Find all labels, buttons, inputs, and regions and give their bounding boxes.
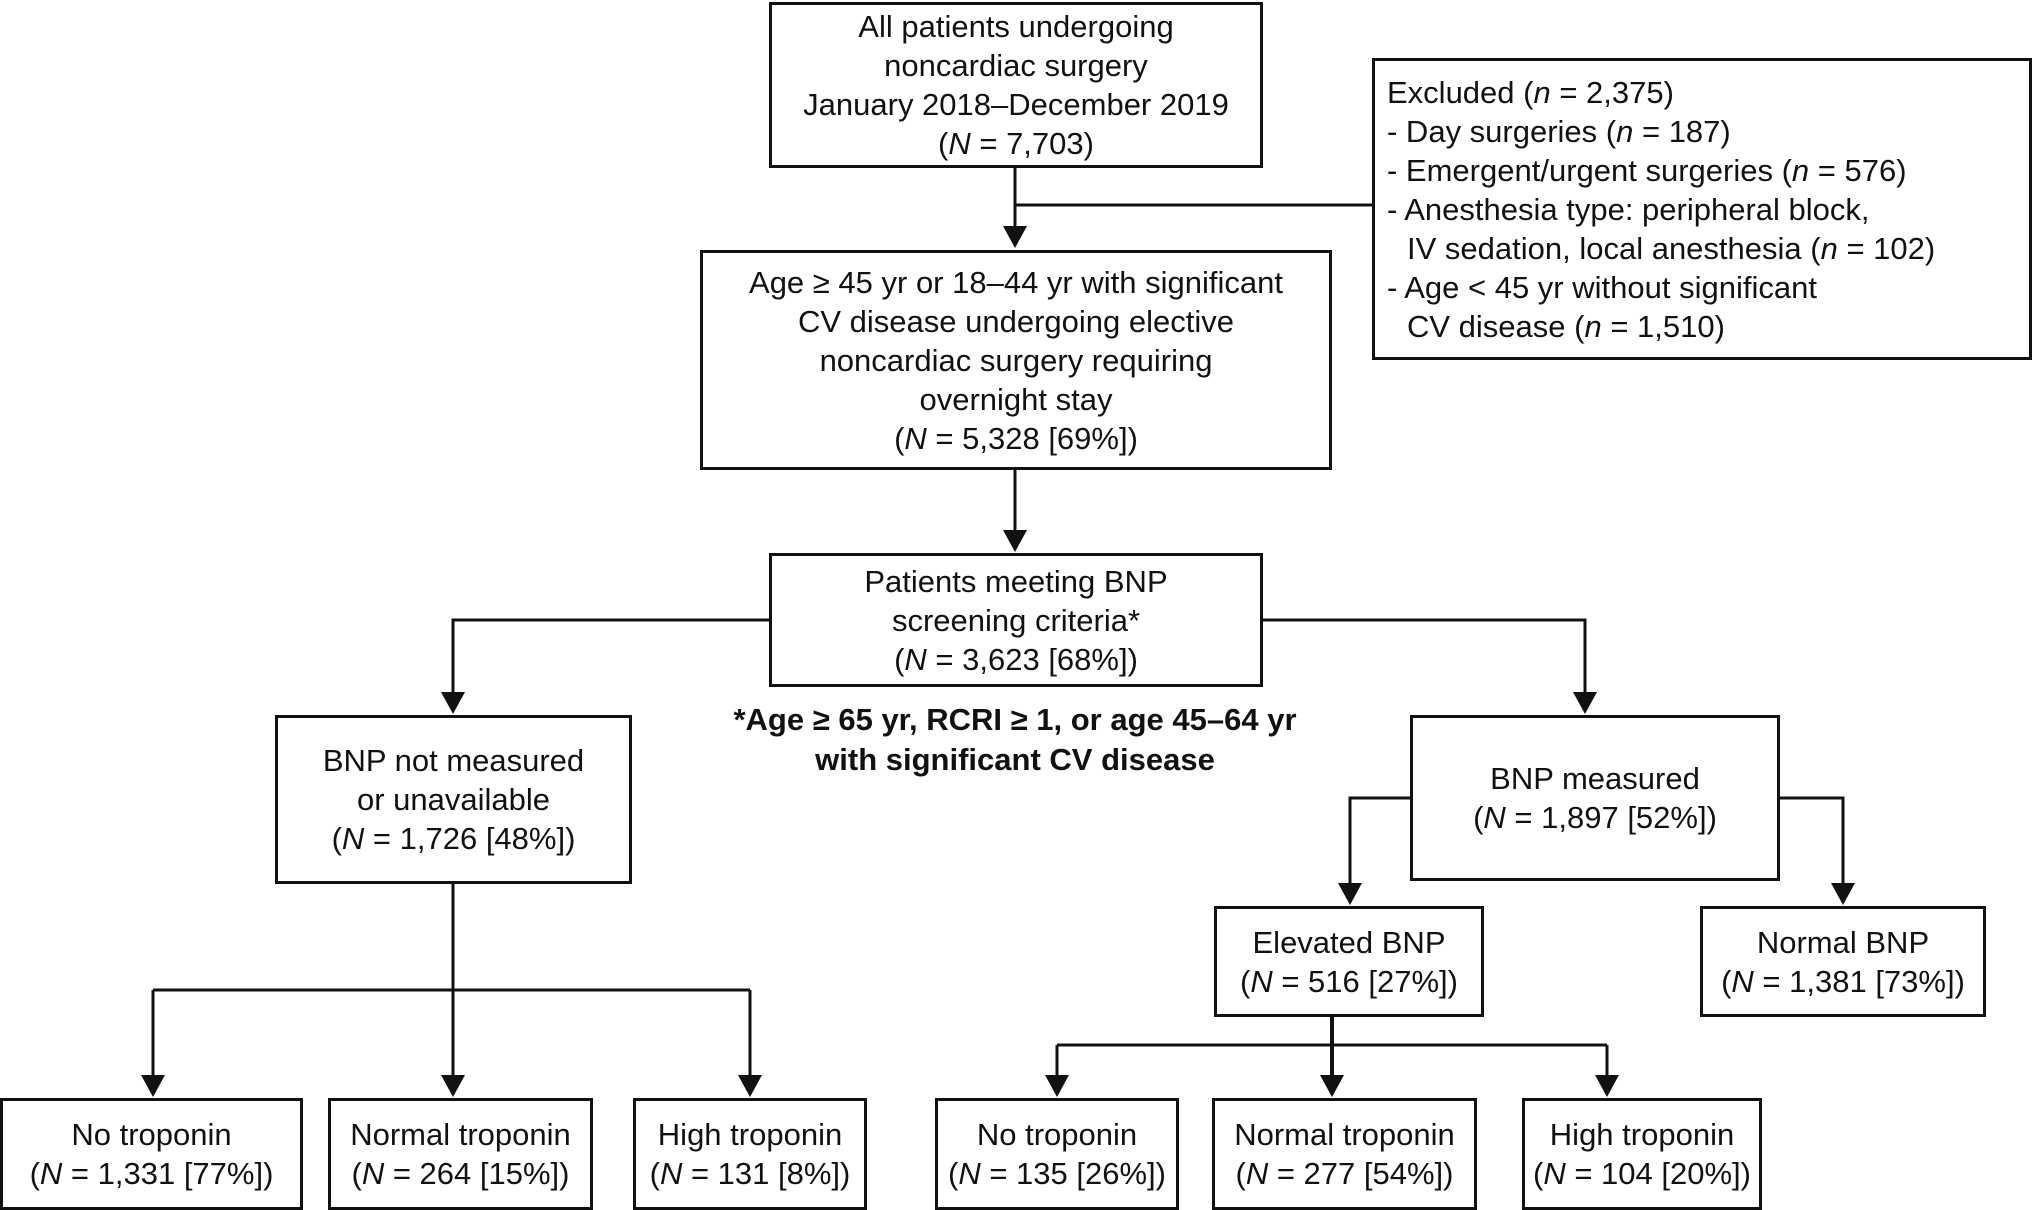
bnp-not-measured-line-2: or unavailable bbox=[356, 782, 551, 817]
arrowhead-eligible bbox=[1003, 226, 1027, 248]
footnote-line-2: with significant CV disease bbox=[815, 742, 1215, 777]
arrowhead-el-high-troponin bbox=[1595, 1075, 1619, 1097]
el-high-troponin-label: High troponin bbox=[1549, 1117, 1735, 1152]
el-no-troponin-count: (N = 135 [26%]) bbox=[948, 1156, 1166, 1191]
elevated-bnp-count: (N = 516 [27%]) bbox=[1240, 963, 1458, 999]
nm-no-troponin-label: No troponin bbox=[71, 1117, 232, 1152]
el-no-troponin-label: No troponin bbox=[976, 1117, 1138, 1152]
elevated-bnp-line-1: Elevated BNP bbox=[1252, 924, 1446, 960]
bnp-measured-line-1: BNP measured bbox=[1490, 761, 1700, 796]
connector-to-measured bbox=[1263, 618, 1587, 695]
el-high-troponin-box: High troponin (N = 104 [20%]) bbox=[1522, 1098, 1762, 1210]
nm-high-troponin-label: High troponin bbox=[657, 1117, 843, 1152]
eligible-line-1: Age ≥ 45 yr or 18–44 yr with significant bbox=[749, 264, 1283, 300]
el-no-troponin-box: No troponin (N = 135 [26%]) bbox=[935, 1098, 1179, 1210]
arrowhead-nm-high-troponin bbox=[738, 1075, 762, 1097]
nm-no-troponin-count: (N = 1,331 [77%]) bbox=[29, 1156, 274, 1191]
connector-to-normal-bnp bbox=[1780, 796, 1845, 885]
el-normal-troponin-box: Normal troponin (N = 277 [54%]) bbox=[1212, 1098, 1477, 1210]
el-normal-troponin-count: (N = 277 [54%]) bbox=[1235, 1156, 1454, 1191]
eligible-line-4: overnight stay bbox=[919, 381, 1113, 417]
arrowhead-screening bbox=[1003, 530, 1027, 552]
excluded-box: Excluded (n = 2,375) - Day surgeries (n … bbox=[1372, 58, 2032, 360]
eligible-line-3: noncardiac surgery requiring bbox=[819, 342, 1213, 378]
excluded-item-age: - Age < 45 yr without significant bbox=[1387, 269, 1817, 305]
bnp-not-measured-count: (N = 1,726 [48%]) bbox=[331, 821, 576, 856]
el-high-troponin-count: (N = 104 [20%]) bbox=[1533, 1156, 1751, 1191]
arrowhead-measured bbox=[1573, 692, 1597, 714]
eligible-box: Age ≥ 45 yr or 18–44 yr with significant… bbox=[700, 250, 1332, 470]
normal-bnp-count: (N = 1,381 [73%]) bbox=[1721, 963, 1965, 999]
excluded-item-anesthesia: - Anesthesia type: peripheral block, bbox=[1387, 191, 1870, 227]
normal-bnp-box: Normal BNP (N = 1,381 [73%]) bbox=[1700, 906, 1986, 1017]
excluded-item-day-surgeries: - Day surgeries (n = 187) bbox=[1387, 113, 1731, 149]
arrowhead-nm-no-troponin bbox=[141, 1075, 165, 1097]
el-normal-troponin-label: Normal troponin bbox=[1234, 1117, 1455, 1152]
arrowhead-el-normal-troponin bbox=[1320, 1075, 1344, 1097]
excluded-item-age-cont: CV disease (n = 1,510) bbox=[1407, 308, 1725, 344]
bnp-measured-box: BNP measured (N = 1,897 [52%]) bbox=[1410, 715, 1780, 881]
bnp-not-measured-line-1: BNP not measured bbox=[322, 743, 585, 778]
arrowhead-not-measured bbox=[441, 692, 465, 714]
arrowhead-el-no-troponin bbox=[1045, 1075, 1069, 1097]
connector-to-elevated bbox=[1348, 796, 1410, 885]
nm-no-troponin-box: No troponin (N = 1,331 [77%]) bbox=[0, 1098, 303, 1210]
nm-high-troponin-count: (N = 131 [8%]) bbox=[649, 1156, 851, 1191]
screening-criteria-footnote: *Age ≥ 65 yr, RCRI ≥ 1, or age 45–64 yr … bbox=[640, 700, 1390, 780]
normal-bnp-line-1: Normal BNP bbox=[1756, 924, 1930, 960]
eligible-line-2: CV disease undergoing elective bbox=[798, 303, 1234, 339]
arrowhead-normal-bnp bbox=[1831, 883, 1855, 905]
nm-normal-troponin-count: (N = 264 [15%]) bbox=[351, 1156, 570, 1191]
bnp-screening-line-1: Patients meeting BNP bbox=[864, 563, 1168, 599]
arrowhead-elevated bbox=[1338, 883, 1362, 905]
all-patients-box: All patients undergoing noncardiac surge… bbox=[769, 2, 1263, 168]
nm-normal-troponin-label: Normal troponin bbox=[350, 1117, 571, 1152]
elevated-bnp-box: Elevated BNP (N = 516 [27%]) bbox=[1214, 906, 1484, 1017]
bnp-measured-count: (N = 1,897 [52%]) bbox=[1473, 800, 1717, 835]
eligible-count: (N = 5,328 [69%]) bbox=[894, 420, 1138, 456]
nm-high-troponin-box: High troponin (N = 131 [8%]) bbox=[633, 1098, 867, 1210]
footnote-line-1: *Age ≥ 65 yr, RCRI ≥ 1, or age 45–64 yr bbox=[733, 702, 1297, 737]
all-patients-line-3: January 2018–December 2019 bbox=[803, 87, 1229, 122]
all-patients-count: (N = 7,703) bbox=[938, 126, 1094, 161]
bnp-screening-box: Patients meeting BNP screening criteria*… bbox=[769, 553, 1263, 687]
all-patients-line-2: noncardiac surgery bbox=[884, 48, 1148, 83]
excluded-item-emergent: - Emergent/urgent surgeries (n = 576) bbox=[1387, 152, 1907, 188]
arrowhead-nm-normal-troponin bbox=[441, 1075, 465, 1097]
connector-to-not-measured bbox=[451, 618, 769, 695]
excluded-title: Excluded (n = 2,375) bbox=[1387, 74, 1674, 110]
excluded-item-anesthesia-cont: IV sedation, local anesthesia (n = 102) bbox=[1407, 230, 1936, 266]
bnp-screening-line-2: screening criteria* bbox=[891, 602, 1141, 638]
bnp-not-measured-box: BNP not measured or unavailable (N = 1,7… bbox=[275, 715, 632, 884]
all-patients-line-1: All patients undergoing bbox=[858, 9, 1174, 44]
bnp-screening-count: (N = 3,623 [68%]) bbox=[894, 641, 1138, 677]
nm-normal-troponin-box: Normal troponin (N = 264 [15%]) bbox=[328, 1098, 593, 1210]
